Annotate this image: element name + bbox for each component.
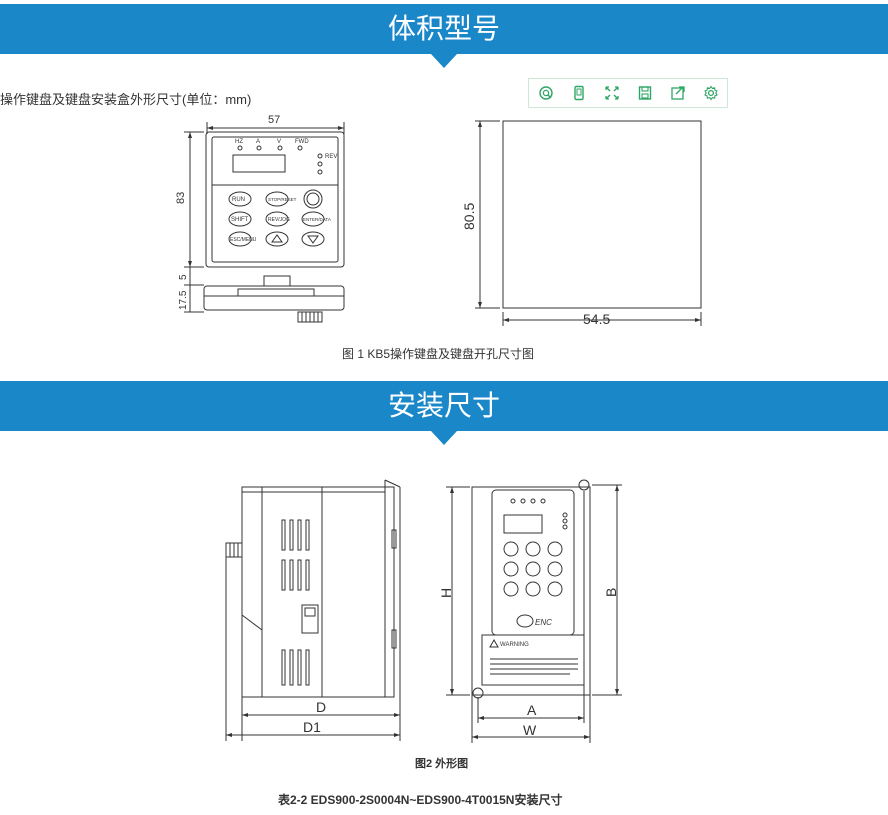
dim-W-label: W xyxy=(523,722,537,738)
save-icon xyxy=(638,86,651,100)
expand-icon xyxy=(604,86,619,100)
mobile-icon xyxy=(573,85,584,101)
section-title: 安装尺寸 xyxy=(387,389,500,422)
settings-icon xyxy=(703,85,718,101)
save-button[interactable] xyxy=(628,79,661,107)
settings-button[interactable] xyxy=(694,79,727,107)
led-label: V xyxy=(277,139,281,145)
key-label-shift: SHIFT xyxy=(231,217,249,223)
key-label-stop: STOP/RESET xyxy=(268,197,297,202)
dim-H-label: H xyxy=(438,588,454,598)
dim-B-label: B xyxy=(603,588,619,597)
led-label: A xyxy=(256,139,260,145)
section-banner-install: 安装尺寸 xyxy=(0,381,888,431)
key-label-rev: REV/JOG xyxy=(268,217,290,223)
banner-arrow xyxy=(431,431,457,445)
zoom-icon xyxy=(538,86,553,100)
section-title: 体积型号 xyxy=(387,12,500,45)
dim-cutout-width-label: 54.5 xyxy=(583,311,610,327)
dim-side2-label: 17.5 xyxy=(178,290,189,310)
zoom-button[interactable] xyxy=(529,79,562,107)
dim-A-label: A xyxy=(527,702,537,718)
dim-height-label: 83 xyxy=(175,192,187,204)
banner-arrow xyxy=(431,54,457,68)
figure2-caption: 图2 外形图 xyxy=(415,758,469,770)
mobile-button[interactable] xyxy=(562,79,595,107)
dim-cutout-height-label: 80.5 xyxy=(461,203,477,230)
dim-side1-label: 5 xyxy=(178,274,189,280)
image-toolbar xyxy=(528,78,728,108)
led-label: HZ xyxy=(235,139,243,145)
led-label: FWD xyxy=(295,139,309,145)
dim-D-label: D xyxy=(316,699,326,715)
key-label-enter: ENTER/DATA xyxy=(303,217,331,222)
keypad-dimension-drawing: HZ A V FWD REV RUN STOP/RESET SHIFT REV/… xyxy=(175,114,702,327)
share-icon xyxy=(670,86,685,100)
share-button[interactable] xyxy=(661,79,694,107)
dim-width-label: 57 xyxy=(268,114,280,126)
key-label-esc: ESC/MENU xyxy=(230,237,257,243)
table-caption: 表2-2 EDS900-2S0004N~EDS900-4T0015N安装尺寸 xyxy=(278,793,563,807)
figure1-caption: 图 1 KB5操作键盘及键盘开孔尺寸图 xyxy=(342,347,535,361)
dim-D1-label: D1 xyxy=(303,719,321,735)
section-banner-volume: 体积型号 xyxy=(0,4,888,54)
led-label: REV xyxy=(325,154,337,160)
outline-dimension-drawing: D D1 H B A W WARNING ENC xyxy=(225,479,622,743)
expand-button[interactable] xyxy=(595,79,628,107)
brand-label: ENC xyxy=(535,618,552,627)
key-label-run: RUN xyxy=(232,197,245,203)
warning-label: WARNING xyxy=(500,642,529,648)
intro-text: 操作键盘及键盘安装盒外形尺寸(单位：mm) xyxy=(0,92,252,107)
